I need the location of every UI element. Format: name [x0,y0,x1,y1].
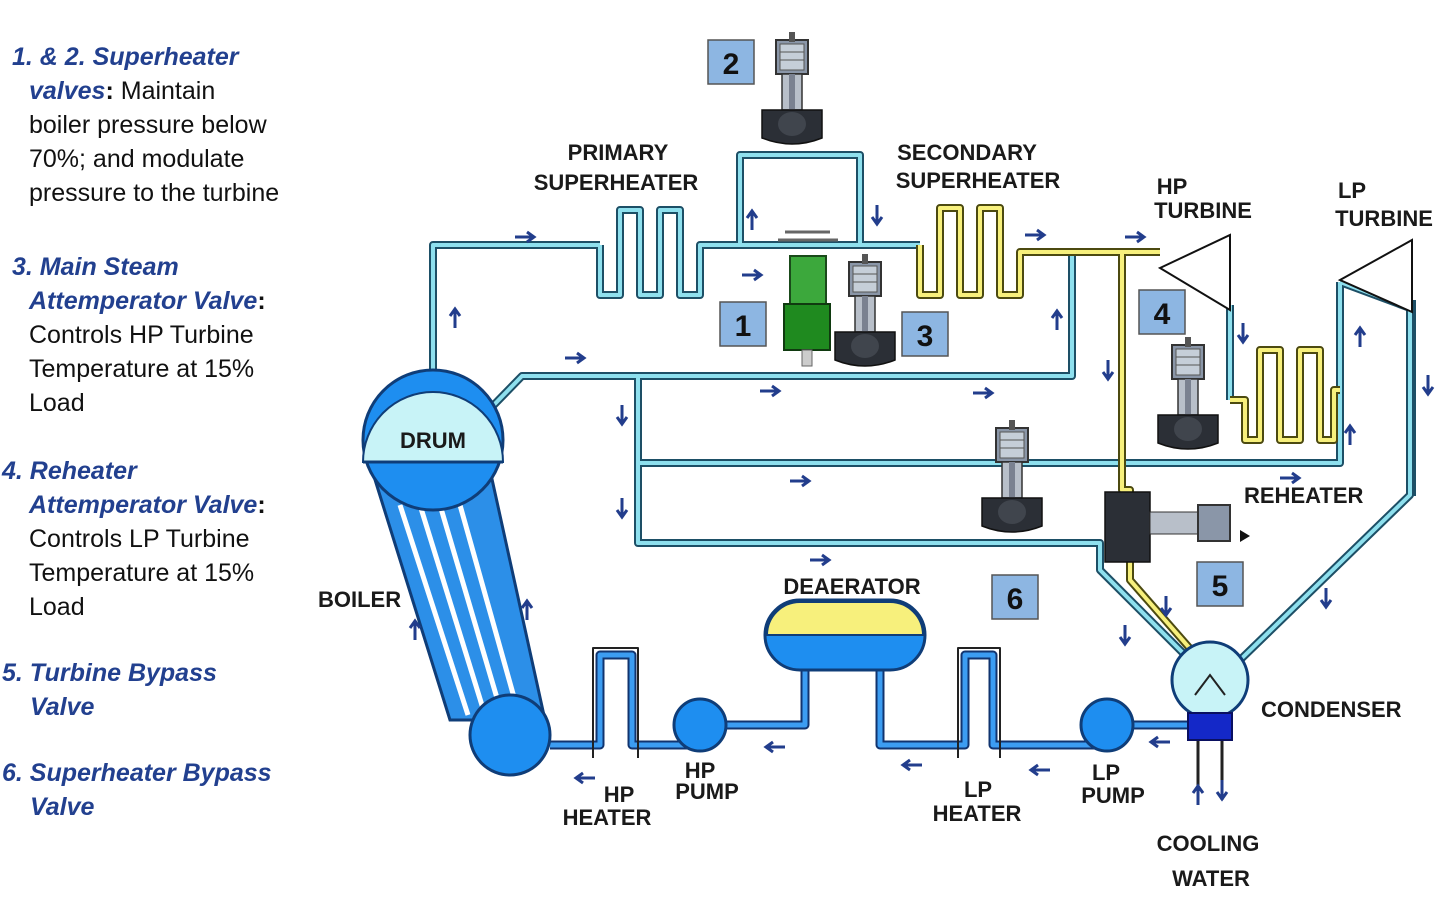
hp-turbine [1157,233,1231,312]
legend-body-line: boiler pressure below [29,111,267,139]
drum [361,368,505,512]
legend-heading: 5. Turbine Bypass [2,659,217,687]
legend-body-line: Controls LP Turbine [29,525,250,553]
legend-body-line: Maintain [120,77,216,105]
valve-2 [761,31,823,145]
deaerator [763,598,927,672]
hp-pump [672,697,728,753]
label-primary-superheater-1: PRIMARY [568,140,669,165]
legend-item-turbine-bypass: 5. Turbine Bypass Valve [2,656,217,724]
legend-heading-2: Attemperator Valve [29,491,258,519]
legend-sep: : [257,287,266,315]
legend-sep: : [105,77,114,105]
lp-turbine [1337,238,1413,314]
label-primary-superheater-2: SUPERHEATER [534,170,699,195]
badge-3: 3 [917,320,934,353]
legend-body-line: Load [29,389,85,417]
legend-item-superheater-bypass: 6. Superheater Bypass Valve [2,756,272,824]
superheated-pipes [916,204,1340,663]
lp-pump [1079,697,1135,753]
legend-item-superheater-valves: 1. & 2. Superheater valves: Maintain boi… [12,40,279,210]
label-hp-pump-2: PUMP [675,779,739,804]
legend-body-line: Controls HP Turbine [29,321,254,349]
legend-heading: 6. Superheater Bypass [2,759,272,787]
label-hp-pump-1: HP [685,758,716,783]
label-deaerator: DEAERATOR [783,574,920,599]
legend-body-line: pressure to the turbine [29,179,280,207]
boiler-tubes [369,468,547,722]
valve-4 [1157,336,1219,450]
valve-6 [981,419,1043,533]
steam-pipes [429,151,1416,663]
badge-2: 2 [723,48,740,81]
legend-heading-2: Attemperator Valve [29,287,258,315]
label-lp-pump-2: PUMP [1081,783,1145,808]
legend-heading: 1. & 2. Superheater [12,43,239,71]
label-reheater: REHEATER [1244,483,1363,508]
mud-drum [468,693,552,777]
label-cooling-water-2: WATER [1172,866,1250,891]
legend-body-line: Temperature at 15% [29,559,255,587]
label-secondary-superheater-2: SUPERHEATER [896,168,1061,193]
label-lp-heater-1: LP [964,777,992,802]
label-lp-turbine-1: LP [1338,178,1366,203]
label-lp-turbine-2: TURBINE [1335,206,1433,231]
legend-body-line: 70%; and modulate [29,145,245,173]
legend-body-line: Temperature at 15% [29,355,255,383]
component-labels: PRIMARY SUPERHEATER SECONDARY SUPERHEATE… [318,140,1433,891]
legend-item-reheater-attemperator: 4. Reheater Attemperator Valve: Controls… [2,454,266,624]
valve-3 [834,253,896,367]
badge-5: 5 [1212,570,1229,603]
legend-heading-2: Valve [30,693,95,721]
label-drum: DRUM [400,428,466,453]
legend-sep: : [257,491,266,519]
label-secondary-superheater-1: SECONDARY [897,140,1037,165]
legend-heading-2: Valve [30,793,95,821]
valve-1 [778,230,838,367]
legend-body-line: Load [29,593,85,621]
label-lp-heater-2: HEATER [933,801,1022,826]
label-boiler: BOILER [318,587,401,612]
label-hp-heater-2: HEATER [563,805,652,830]
label-hp-heater-1: HP [604,782,635,807]
label-hp-turbine-1: HP [1157,174,1188,199]
label-hp-turbine-2: TURBINE [1154,198,1252,223]
legend-heading-2: valves [29,77,106,105]
condenser [1170,640,1250,741]
legend-item-main-steam-attemperator: 3. Main Steam Attemperator Valve: Contro… [12,250,266,420]
label-condenser: CONDENSER [1261,697,1402,722]
label-cooling-water-1: COOLING [1157,831,1260,856]
badge-4: 4 [1154,298,1171,331]
badge-1: 1 [735,310,752,343]
label-lp-pump-1: LP [1092,760,1120,785]
legend-heading: 3. Main Steam [12,253,179,281]
valve-number-badges: 2 1 3 4 5 6 [707,39,1244,620]
badge-6: 6 [1007,583,1024,616]
valve-5 [1104,491,1250,563]
legend-heading: 4. Reheater [2,457,137,485]
